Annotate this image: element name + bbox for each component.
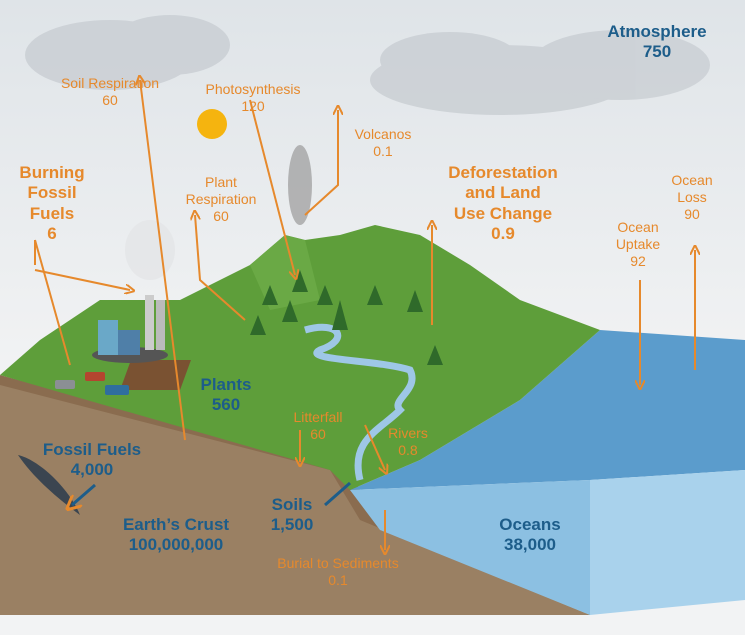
land-grass [0,225,600,490]
ocean-front [350,480,590,615]
flux-arrows [34,80,695,550]
ocean-side [590,470,745,615]
cars [55,372,129,395]
trees [250,270,443,365]
volcano-smoke [288,145,312,225]
crop-field [120,360,191,390]
power-plant [92,220,175,363]
ocean-top [350,330,745,490]
river [304,323,416,481]
sun-icon [197,109,227,139]
clouds [25,15,710,115]
